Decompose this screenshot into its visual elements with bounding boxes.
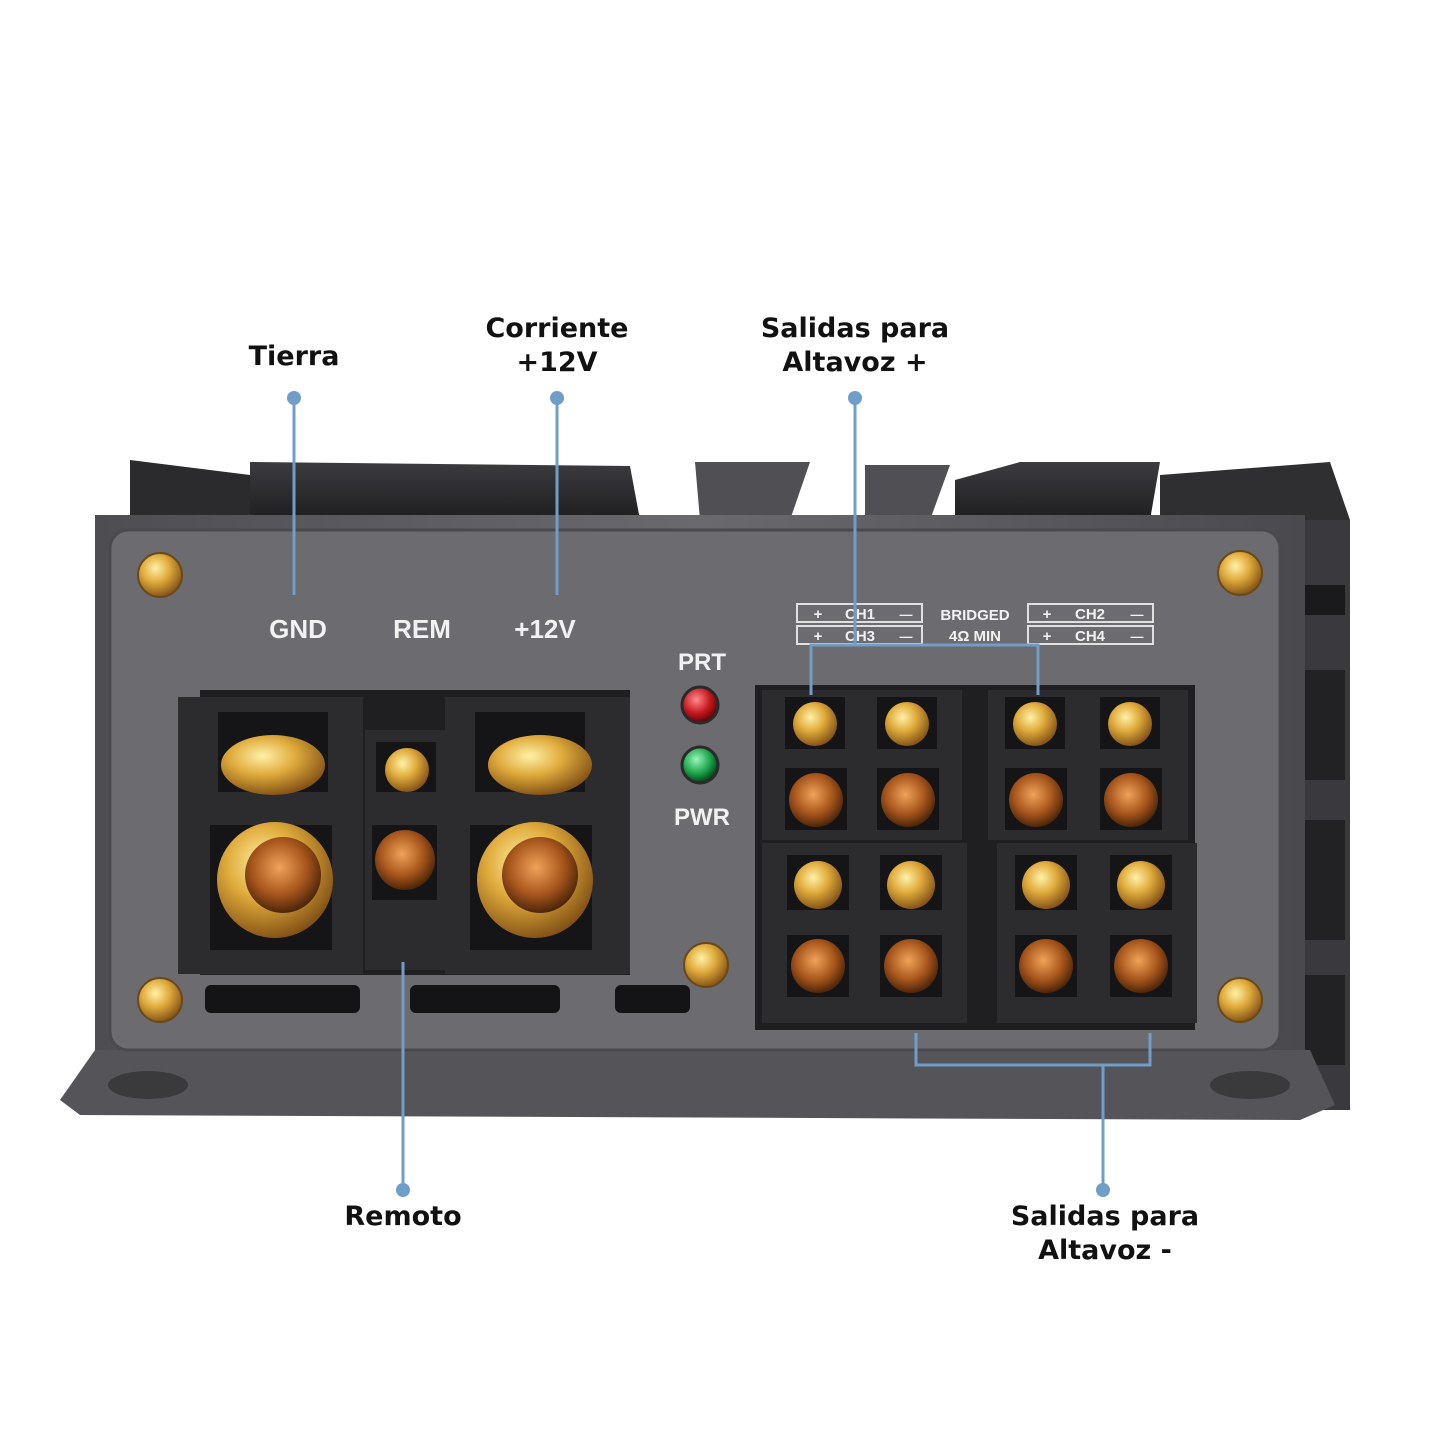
ch2-minus: — [1131, 607, 1144, 622]
ch2-label: CH2 [1075, 606, 1105, 623]
ch3-label: CH3 [845, 628, 875, 645]
power-terminal-block [178, 690, 630, 975]
leader-lines [292, 398, 1152, 1190]
heatsink-fins [130, 460, 1350, 520]
v12-label: +12V [514, 614, 576, 644]
callout-salidas-positivo: Salidas para Altavoz + [745, 312, 965, 380]
ch1-minus: — [900, 607, 913, 622]
ch3-minus: — [900, 629, 913, 644]
bridged-label: BRIDGED [940, 607, 1009, 624]
callout-salidas-negativo-line1: Salidas para [1010, 1201, 1200, 1232]
gnd-label: GND [269, 614, 327, 644]
callout-salidas-negativo-line2: Altavoz - [1038, 1235, 1172, 1266]
callout-salidas-positivo-line2: Altavoz + [782, 347, 928, 378]
callout-tierra-text: Tierra [248, 341, 340, 372]
callout-remoto: Remoto [318, 1200, 488, 1234]
side-fins [1290, 520, 1350, 1110]
ch4-minus: — [1131, 629, 1144, 644]
ch2-plus: + [1043, 606, 1052, 623]
min-ohm-label: 4Ω MIN [949, 628, 1001, 645]
pwr-label: PWR [674, 804, 730, 831]
vent-slots [205, 985, 690, 1013]
callout-tierra: Tierra [214, 340, 374, 374]
ch4-label: CH4 [1075, 628, 1106, 645]
mounting-foot [60, 1050, 1335, 1120]
callout-salidas-negativo: Salidas para Altavoz - [995, 1200, 1215, 1268]
terminal-screw-icon [785, 697, 1172, 997]
screw-icon [137, 550, 1263, 1023]
callout-corriente-line1: Corriente [485, 313, 629, 344]
ch3-plus: + [814, 628, 823, 645]
leader-dots [287, 391, 1110, 1197]
ch1-label: CH1 [845, 606, 875, 623]
prt-label: PRT [678, 649, 726, 676]
led-indicator-pwr [680, 745, 720, 785]
callout-remoto-text: Remoto [344, 1201, 462, 1232]
channel-legend: + CH1 — + CH3 — BRIDGED 4Ω MIN + CH2 — +… [796, 603, 1154, 645]
callout-corriente-line2: +12V [516, 347, 598, 378]
callout-salidas-positivo-line1: Salidas para [760, 313, 950, 344]
callout-corriente: Corriente +12V [457, 312, 657, 380]
ch1-plus: + [814, 606, 823, 623]
ch4-plus: + [1043, 628, 1052, 645]
led-indicator-prt [680, 685, 720, 725]
rem-label: REM [393, 614, 451, 644]
